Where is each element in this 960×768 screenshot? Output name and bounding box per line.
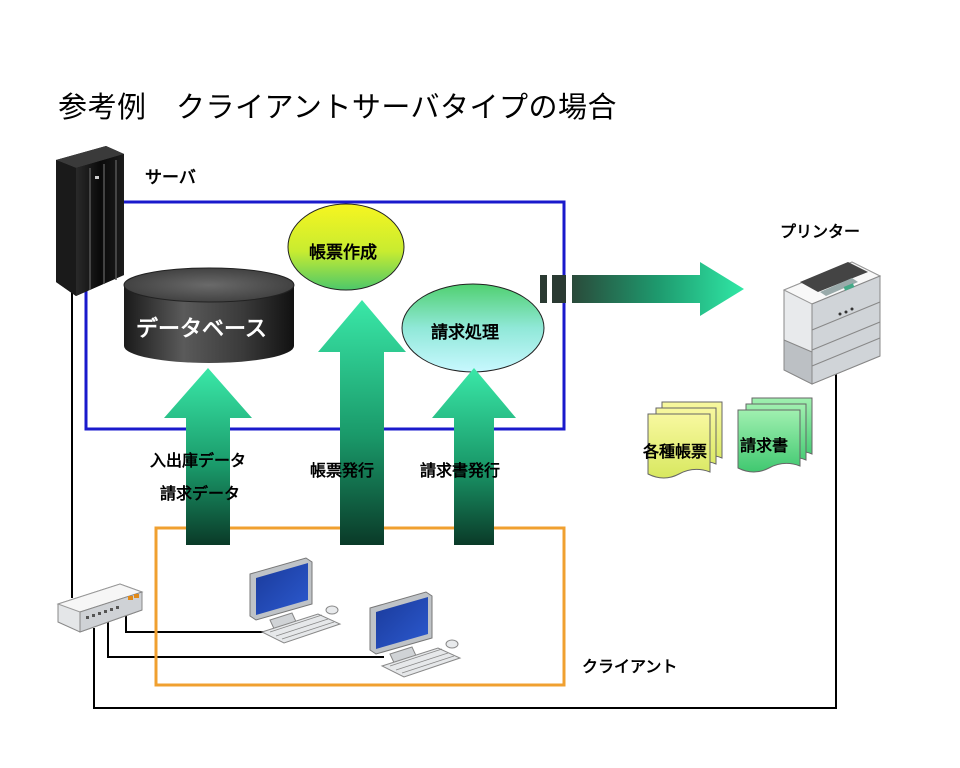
various-reports-docs bbox=[647, 401, 723, 479]
arrow-invoice-issue bbox=[432, 368, 516, 545]
client-box bbox=[154, 526, 566, 687]
client-label: クライアント bbox=[582, 657, 678, 676]
inout-data-label: 入出庫データ bbox=[150, 451, 247, 470]
report-issue-label: 帳票発行 bbox=[310, 461, 375, 480]
server-rack-icon bbox=[56, 146, 124, 296]
page-title: 参考例 クライアントサーバタイプの場合 bbox=[58, 90, 618, 124]
printer-icon bbox=[782, 261, 882, 385]
report-create-label: 帳票作成 bbox=[309, 243, 377, 263]
report-create-node bbox=[287, 203, 405, 291]
arrow-report-issue bbox=[318, 300, 406, 545]
arrow-inout-data bbox=[164, 368, 252, 545]
various-reports-label: 各種帳票 bbox=[643, 442, 708, 461]
server-box bbox=[84, 200, 566, 431]
billing-process-label: 請求処理 bbox=[431, 323, 499, 343]
upload-arrows bbox=[164, 300, 516, 545]
print-arrow bbox=[540, 262, 744, 316]
database-label: データベース bbox=[136, 317, 267, 342]
printer-label: プリンター bbox=[780, 222, 861, 241]
network-hub-icon bbox=[56, 583, 144, 633]
client-pc-1 bbox=[249, 557, 342, 644]
invoice-docs bbox=[737, 397, 813, 473]
invoice-label: 請求書 bbox=[740, 436, 789, 455]
network-cables bbox=[71, 290, 837, 709]
server-label: サーバ bbox=[145, 168, 196, 188]
client-pc-2 bbox=[369, 591, 462, 678]
billing-data-label: 請求データ bbox=[160, 484, 241, 503]
invoice-issue-label: 請求書発行 bbox=[420, 461, 501, 480]
database-cylinder bbox=[123, 267, 295, 363]
